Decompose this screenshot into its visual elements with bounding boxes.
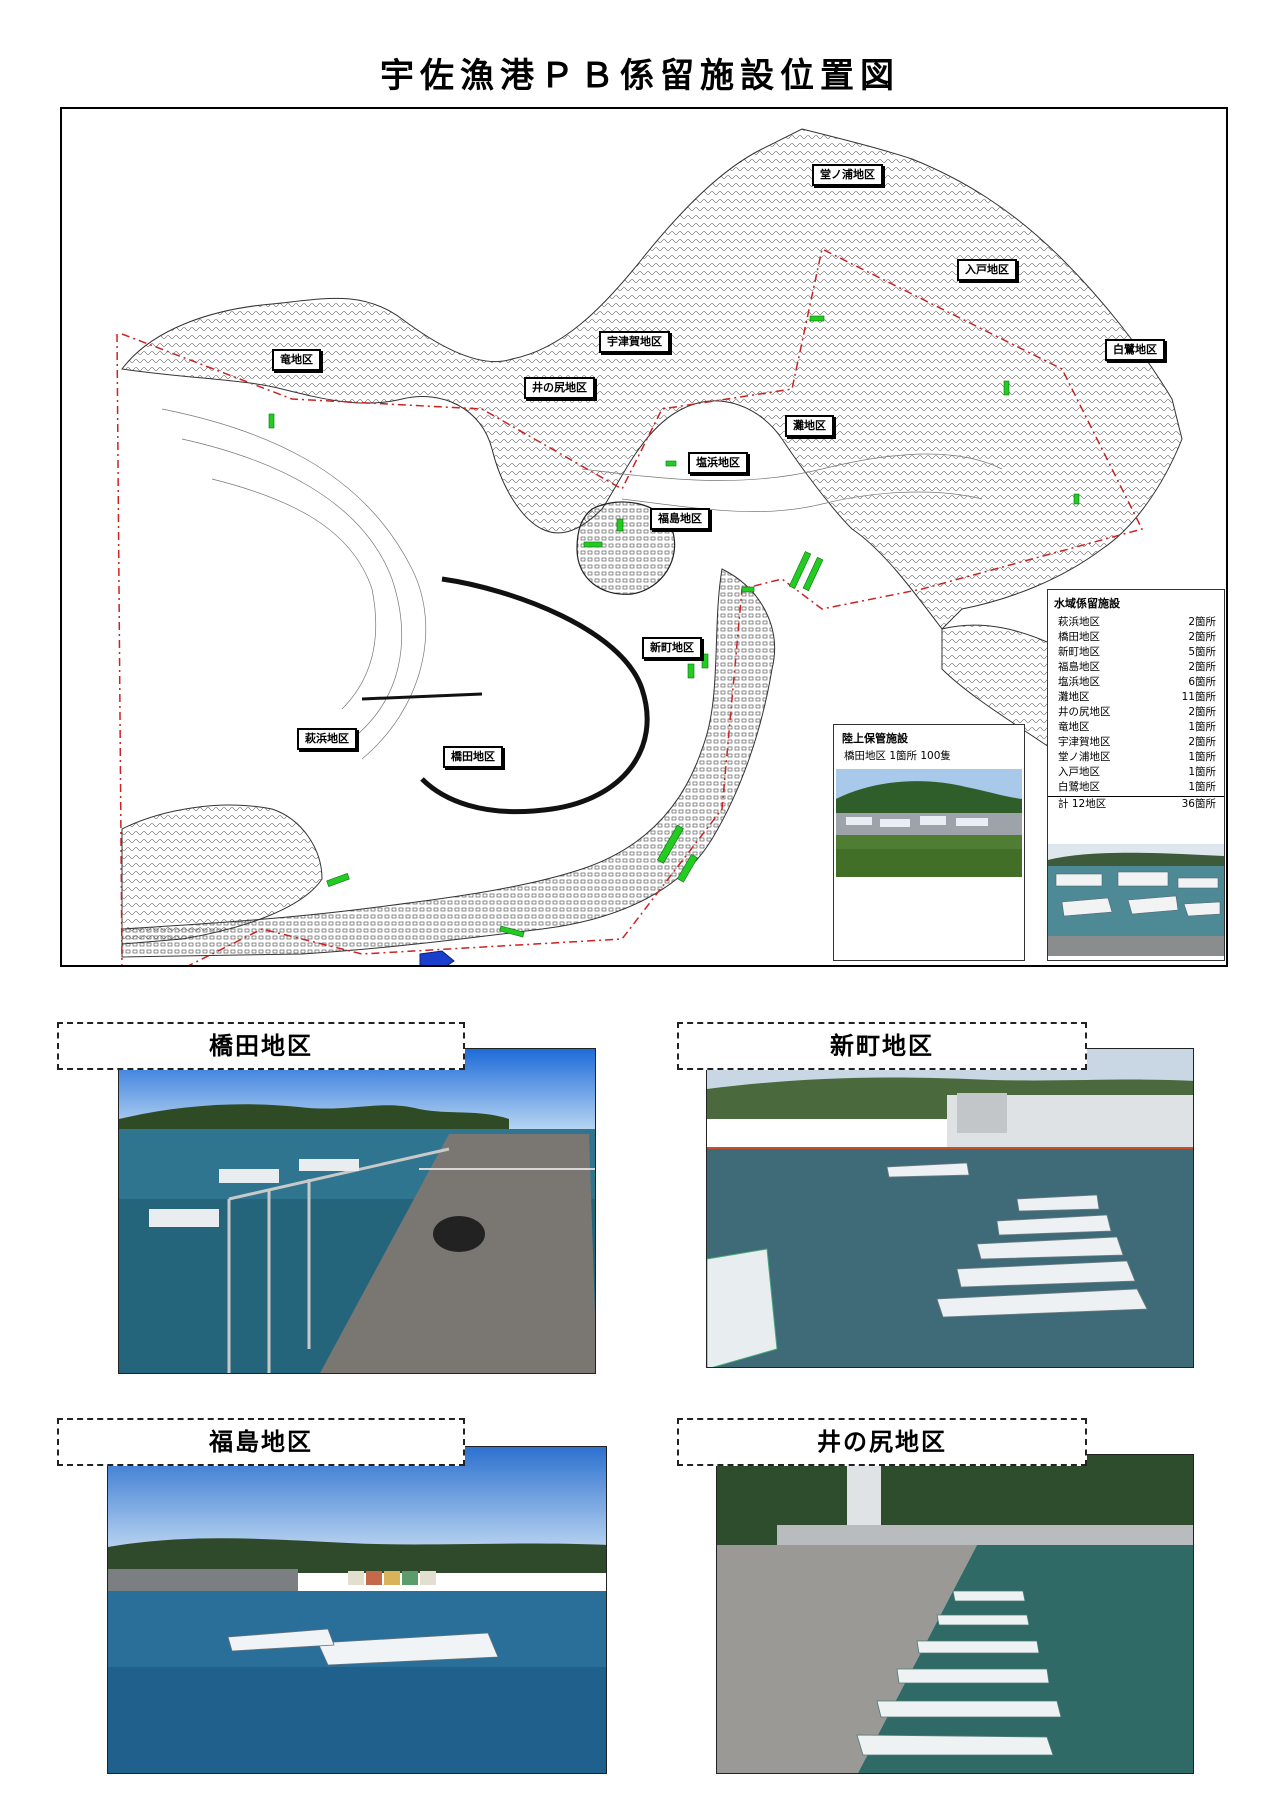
label-tatsu: 竜地区 <box>272 349 321 371</box>
label-hagihama: 萩浜地区 <box>297 728 357 750</box>
label-fukushima: 福島地区 <box>650 508 710 530</box>
label-shirasagi: 白鷺地区 <box>1105 339 1165 361</box>
mooring-marker-hagihama <box>326 873 350 887</box>
mooring-marker-fukushima-2 <box>701 653 709 669</box>
water-mooring-photo <box>1048 844 1224 956</box>
label-nada: 灘地区 <box>785 415 834 437</box>
mooring-marker-tatsu <box>268 413 275 429</box>
mooring-marker-nada-2 <box>802 556 824 592</box>
photo-label-inoshiri: 井の尻地区 <box>677 1418 1087 1466</box>
photo-shinmachi <box>706 1048 1194 1368</box>
mooring-marker-shiohama <box>741 586 755 593</box>
mooring-marker-iritsu <box>1003 380 1010 396</box>
mooring-marker-shirasagi <box>1073 493 1080 505</box>
label-shinmachi: 新町地区 <box>642 637 702 659</box>
land-northwest <box>121 128 1183 630</box>
mooring-marker-inoshiri-1 <box>583 541 603 548</box>
label-hashida: 橋田地区 <box>443 746 503 768</box>
harbor-boundary <box>116 247 1144 965</box>
photo-fukushima <box>107 1446 607 1774</box>
mooring-marker-hashida <box>499 925 525 938</box>
mooring-marker-inoshiri-2 <box>616 518 624 532</box>
photo-label-hashida: 橋田地区 <box>57 1022 465 1070</box>
land-storage-text: 橋田地区 1箇所 100隻 <box>844 750 951 762</box>
land-storage-title: 陸上保管施設 <box>842 732 908 745</box>
page-title: 宇佐漁港ＰＢ係留施設位置図 <box>380 56 900 96</box>
photo-label-fukushima: 福島地区 <box>57 1418 465 1466</box>
breakwater <box>420 576 650 815</box>
mooring-marker-fukushima-1 <box>687 663 695 679</box>
label-donoura: 堂ノ浦地区 <box>812 164 883 186</box>
mooring-marker-usuka <box>665 460 677 467</box>
photo-inoshiri <box>716 1454 1194 1774</box>
mooring-marker-donoura <box>809 315 825 322</box>
mooring-marker-nada-1 <box>788 551 812 589</box>
label-iritsu: 入戸地区 <box>957 259 1017 281</box>
label-inoshiri: 井の尻地区 <box>524 377 595 399</box>
land-storage-photo <box>836 769 1022 877</box>
label-shiohama: 塩浜地区 <box>688 452 748 474</box>
mooring-marker-shinmachi-2 <box>676 853 698 883</box>
photo-hashida <box>118 1048 596 1374</box>
land-southwest <box>121 804 323 945</box>
land-storage-marker <box>419 950 455 965</box>
photo-label-shinmachi: 新町地区 <box>677 1022 1087 1070</box>
water-mooring-title: 水域係留施設 <box>1054 597 1120 610</box>
mooring-marker-shinmachi-1 <box>656 824 684 864</box>
land-storage-box: 陸上保管施設 橋田地区 1箇所 100隻 <box>833 724 1025 961</box>
harbor-map: 堂ノ浦地区 入戸地区 白鷺地区 竜地区 宇津賀地区 井の尻地区 灘地区 塩浜地区… <box>60 107 1228 967</box>
label-usuka: 宇津賀地区 <box>599 331 670 353</box>
seafloor-contours <box>161 408 1003 760</box>
map-drawing <box>116 128 1183 965</box>
